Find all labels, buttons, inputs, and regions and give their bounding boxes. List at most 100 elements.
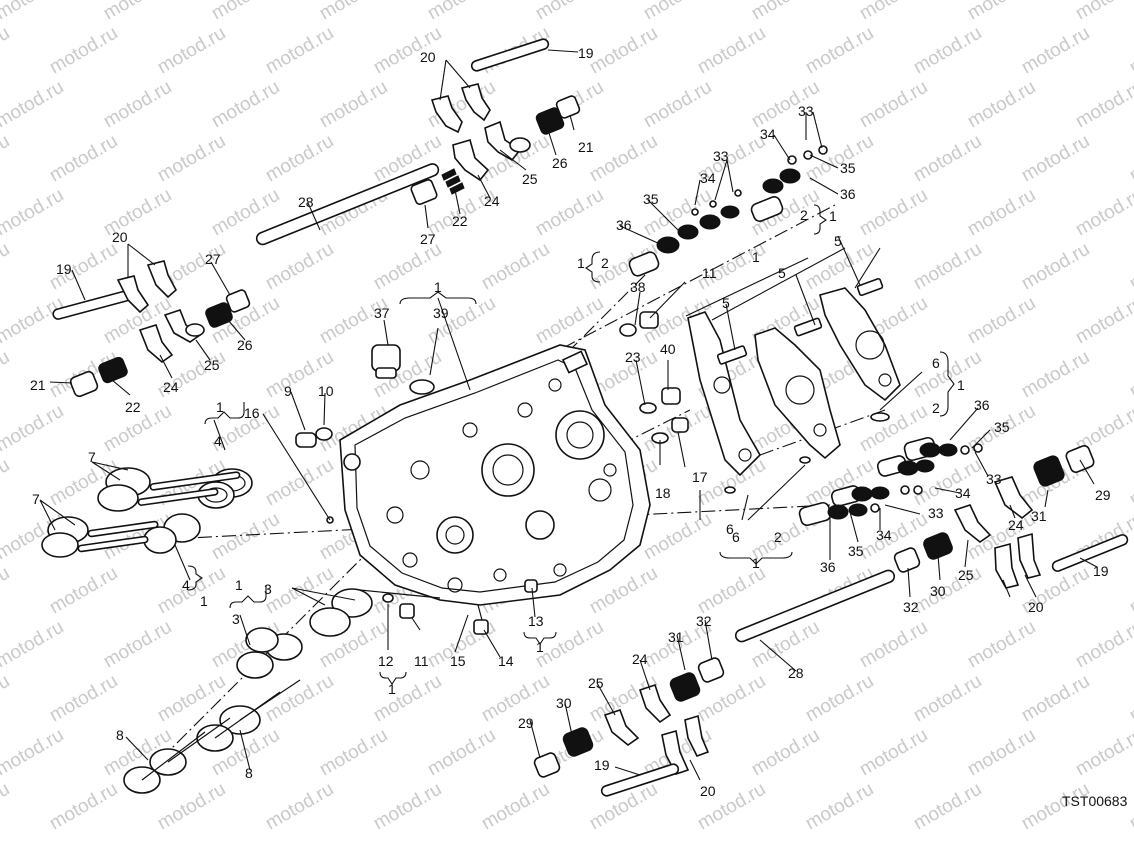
watermark-text: motod.ru <box>0 347 13 403</box>
ref-1: 1 <box>200 593 208 609</box>
watermark-text: motod.ru <box>0 185 67 241</box>
ref-38: 38 <box>630 279 646 295</box>
watermark-text: motod.ru <box>1126 131 1134 187</box>
ref-15: 15 <box>450 653 466 669</box>
ref-28: 28 <box>298 194 314 210</box>
upper-valve-stack <box>628 145 828 277</box>
ref-34: 34 <box>700 170 716 186</box>
watermark-text: motod.ru <box>802 779 877 835</box>
ref-23: 23 <box>625 349 641 365</box>
ref-19: 19 <box>578 45 594 61</box>
watermark-text: motod.ru <box>0 671 13 727</box>
ref-26: 26 <box>237 337 253 353</box>
reference-numbers: 19 20 21 26 25 24 22 27 28 20 19 27 26 2… <box>30 45 1128 809</box>
ref-34: 34 <box>760 126 776 142</box>
left-rocker-assembly <box>52 260 251 398</box>
watermark-text: motod.ru <box>424 0 499 24</box>
watermark-text: motod.ru <box>910 779 985 835</box>
watermark-text: motod.ru <box>478 779 553 835</box>
watermark-text: motod.ru <box>262 779 337 835</box>
watermark-text: motod.ru <box>0 725 67 781</box>
ref-24: 24 <box>484 193 500 209</box>
ref-19: 19 <box>56 261 72 277</box>
watermark-text: motod.ru <box>802 131 877 187</box>
ref-1: 1 <box>388 681 396 697</box>
watermark-text: motod.ru <box>208 509 283 565</box>
leader-lines <box>39 49 1098 781</box>
ref-1: 1 <box>957 377 965 393</box>
ref-33: 33 <box>928 505 944 521</box>
ref-2: 2 <box>932 400 940 416</box>
watermark-text: motod.ru <box>856 725 931 781</box>
ref-36: 36 <box>974 397 990 413</box>
watermark-text: motod.ru <box>154 23 229 79</box>
ref-22: 22 <box>125 399 141 415</box>
upper-rocker-assembly <box>255 38 581 246</box>
watermark-text: motod.ru <box>910 131 985 187</box>
ref-24: 24 <box>163 379 179 395</box>
watermark-text: motod.ru <box>1072 725 1134 781</box>
watermark-text: motod.ru <box>1072 77 1134 133</box>
watermark-text: motod.ru <box>154 131 229 187</box>
watermark-text: motod.ru <box>0 455 13 511</box>
watermark-text: motod.ru <box>964 185 1039 241</box>
watermark-text: motod.ru <box>154 563 229 619</box>
ref-26: 26 <box>552 155 568 171</box>
drawing-code: TST00683 <box>1062 793 1128 809</box>
watermark-text: motod.ru <box>748 0 823 24</box>
ref-25: 25 <box>958 567 974 583</box>
watermark-text: motod.ru <box>1072 185 1134 241</box>
ref-18: 18 <box>655 485 671 501</box>
watermark-text: motod.ru <box>856 617 931 673</box>
watermark-text: motod.ru <box>964 293 1039 349</box>
ref-27: 27 <box>205 251 221 267</box>
ref-8: 8 <box>245 765 253 781</box>
ref-33: 33 <box>713 148 729 164</box>
watermark-text: motod.ru <box>208 0 283 24</box>
ref-35: 35 <box>643 191 659 207</box>
ref-4: 4 <box>182 577 190 593</box>
watermark-text: motod.ru <box>316 725 391 781</box>
ref-1: 1 <box>752 249 760 265</box>
watermark-text: motod.ru <box>0 563 13 619</box>
watermark-text: motod.ru <box>100 0 175 24</box>
watermark-text: motod.ru <box>586 23 661 79</box>
ref-34: 34 <box>876 527 892 543</box>
ref-2: 2 <box>800 207 808 223</box>
watermark-text: motod.ru <box>640 509 715 565</box>
ref-5: 5 <box>722 295 730 311</box>
watermark-text: motod.ru <box>694 563 769 619</box>
right-valve-stack <box>734 436 1129 643</box>
watermark-text: motod.ru <box>1018 239 1093 295</box>
watermark-text: motod.ru <box>46 779 121 835</box>
ref-22: 22 <box>452 213 468 229</box>
ref-14: 14 <box>498 653 514 669</box>
watermark-text: motod.ru <box>1072 617 1134 673</box>
ref-1: 1 <box>752 555 760 571</box>
watermark-text: motod.ru <box>1072 293 1134 349</box>
ref-35: 35 <box>848 543 864 559</box>
ref-33: 33 <box>986 471 1002 487</box>
watermark-text: motod.ru <box>154 779 229 835</box>
watermark-text: motod.ru <box>640 0 715 24</box>
ref-25: 25 <box>204 357 220 373</box>
watermark-text: motod.ru <box>370 671 445 727</box>
ref-25: 25 <box>522 171 538 187</box>
watermark-text: motod.ru <box>964 77 1039 133</box>
ref-4: 4 <box>214 433 222 449</box>
watermark-text: motod.ru <box>694 23 769 79</box>
watermark-text: motod.ru <box>0 0 67 24</box>
watermark-text: motod.ru <box>478 239 553 295</box>
watermark-text: motod.ru <box>1126 239 1134 295</box>
watermark-text: motod.ru <box>640 77 715 133</box>
watermark-text: motod.ru <box>856 77 931 133</box>
ref-20: 20 <box>700 783 716 799</box>
watermark-text: motod.ru <box>370 779 445 835</box>
watermark-text: motod.ru <box>0 77 67 133</box>
ref-36: 36 <box>820 559 836 575</box>
ref-2: 2 <box>601 255 609 271</box>
watermark-text: motod.ru <box>532 0 607 24</box>
watermark-text: motod.ru <box>0 293 67 349</box>
ref-21: 21 <box>30 377 46 393</box>
